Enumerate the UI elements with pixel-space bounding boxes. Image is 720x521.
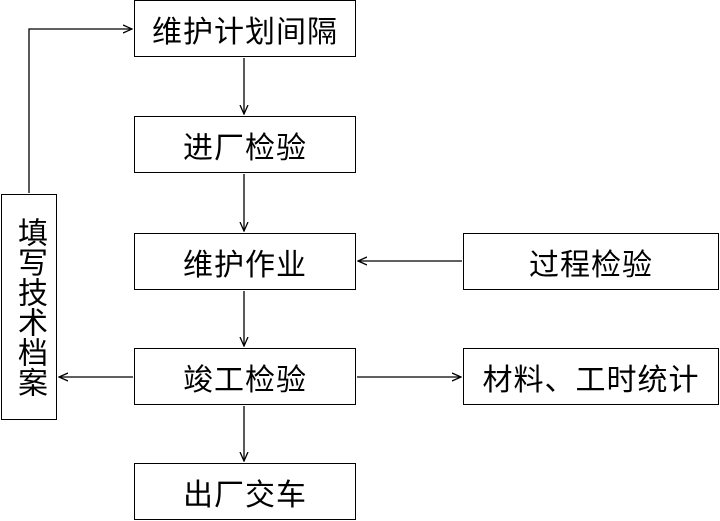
node-archive-label: 填写技术档案 (12, 217, 47, 397)
node-completion: 竣工检验 (134, 348, 356, 405)
node-maintenance: 维护作业 (134, 233, 356, 290)
node-interval: 维护计划间隔 (134, 0, 356, 57)
node-incoming-label: 进厂检验 (183, 130, 307, 166)
node-delivery: 出厂交车 (134, 463, 356, 520)
node-process-check-label: 过程检验 (529, 247, 653, 283)
node-archive: 填写技术档案 (1, 194, 57, 420)
node-stats-label: 材料、工时统计 (482, 362, 700, 398)
arrow-archive-to-interval (28, 29, 132, 193)
node-incoming: 进厂检验 (134, 116, 356, 173)
node-delivery-label: 出厂交车 (183, 477, 307, 513)
node-interval-label: 维护计划间隔 (152, 14, 338, 50)
node-maintenance-label: 维护作业 (183, 247, 307, 283)
node-stats: 材料、工时统计 (463, 348, 719, 405)
node-process-check: 过程检验 (463, 233, 719, 290)
node-completion-label: 竣工检验 (183, 362, 307, 398)
